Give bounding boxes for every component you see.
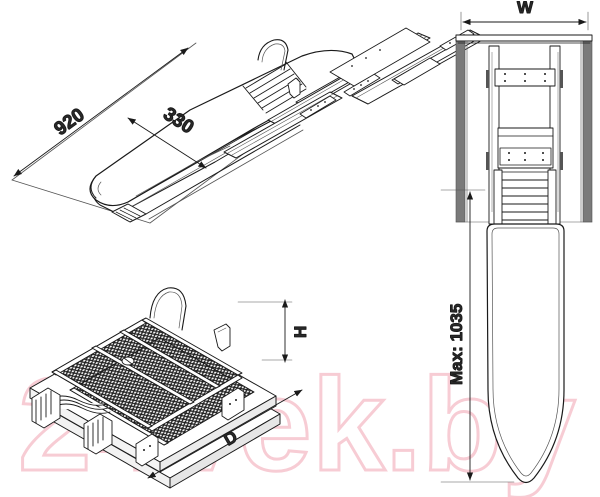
view-isometric-folded: H D (29, 287, 311, 489)
view-isometric-extended: 920 330 (11, 27, 487, 224)
dimension-max-1035-label: Max: 1035 (447, 304, 466, 385)
dimension-W: W (460, 0, 589, 31)
dimension-H: H (281, 299, 311, 363)
dimension-max-1035: Max: 1035 (440, 189, 515, 483)
dimension-H-label: H (291, 326, 310, 338)
dimension-W-label: W (517, 0, 534, 17)
view-plan: W Max: 1035 (440, 0, 593, 484)
